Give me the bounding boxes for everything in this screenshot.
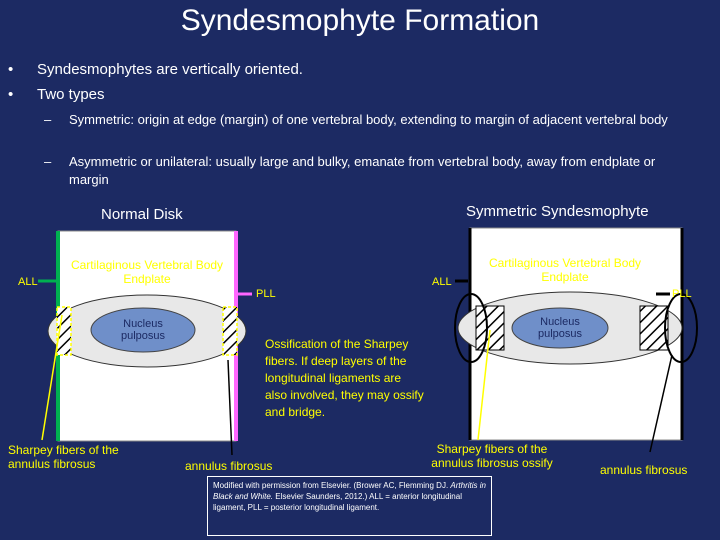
bullet-vertical: Syndesmophytes are vertically oriented. [37, 61, 303, 78]
left-annulus-label: annulus fibrosus [185, 459, 273, 473]
right-nucleus [511, 307, 609, 349]
right-all-label: ALL [432, 276, 452, 288]
footnote-line2: Elsevier Saunders, 2012.) ALL = anterior… [213, 492, 462, 512]
left-all-label: ALL [18, 276, 38, 288]
right-ossified-fibers-posterior [639, 305, 669, 351]
left-annulus-pointer [227, 359, 233, 456]
right-sharpey-label: Sharpey fibers of the annulus fibrosus o… [431, 442, 553, 470]
right-pll-label: PLL [672, 288, 692, 300]
right-annulus-pointer [649, 354, 673, 453]
dash-marker: – [44, 154, 52, 169]
right-sharpey-pointer [477, 329, 491, 441]
right-annulus-label: annulus fibrosus [600, 463, 688, 477]
dash-marker: – [44, 112, 52, 127]
footnote-book-title: Arthritis in Black and White. [213, 481, 486, 501]
left-pll-label: PLL [256, 288, 276, 300]
right-syndesmophyte-anterior [454, 293, 488, 363]
page-title: Syndesmophyte Formation [180, 4, 540, 37]
right-syndesmophyte-posterior [664, 293, 698, 363]
left-sharpey-fibers-posterior [222, 306, 238, 356]
bullet-two-types: Two types [37, 86, 105, 103]
bullet-marker: • [8, 61, 14, 78]
left-sharpey-label: Sharpey fibers of the annulus fibrosus [8, 443, 119, 471]
left-nucleus [90, 307, 196, 353]
left-sharpey-pointer [41, 314, 63, 441]
right-endplate-label: Cartilaginous Vertebral Body Endplate [488, 256, 642, 284]
left-nucleus-label: Nucleus pulposus [120, 318, 166, 342]
left-sharpey-fibers-anterior [56, 306, 72, 356]
bullet-marker: • [8, 86, 14, 103]
right-ossified-fibers-anterior [475, 305, 505, 351]
sub-bullet-asymmetric: Asymmetric or unilateral: usually large … [69, 154, 656, 187]
left-diagram-heading: Normal Disk [101, 206, 183, 223]
left-endplate-label: Cartilaginous Vertebral Body Endplate [70, 258, 224, 286]
right-diagram-heading: Symmetric Syndesmophyte [466, 203, 649, 220]
ossification-note: Ossification of the Sharpey fibers. If d… [265, 337, 424, 419]
footnote-line1: Modified with permission from Elsevier. … [213, 481, 449, 490]
sub-bullet-symmetric: Symmetric: origin at edge (margin) of on… [69, 112, 668, 127]
right-nucleus-label: Nucleus pulposus [537, 316, 583, 340]
citation-footnote: Modified with permission from Elsevier. … [207, 476, 492, 536]
